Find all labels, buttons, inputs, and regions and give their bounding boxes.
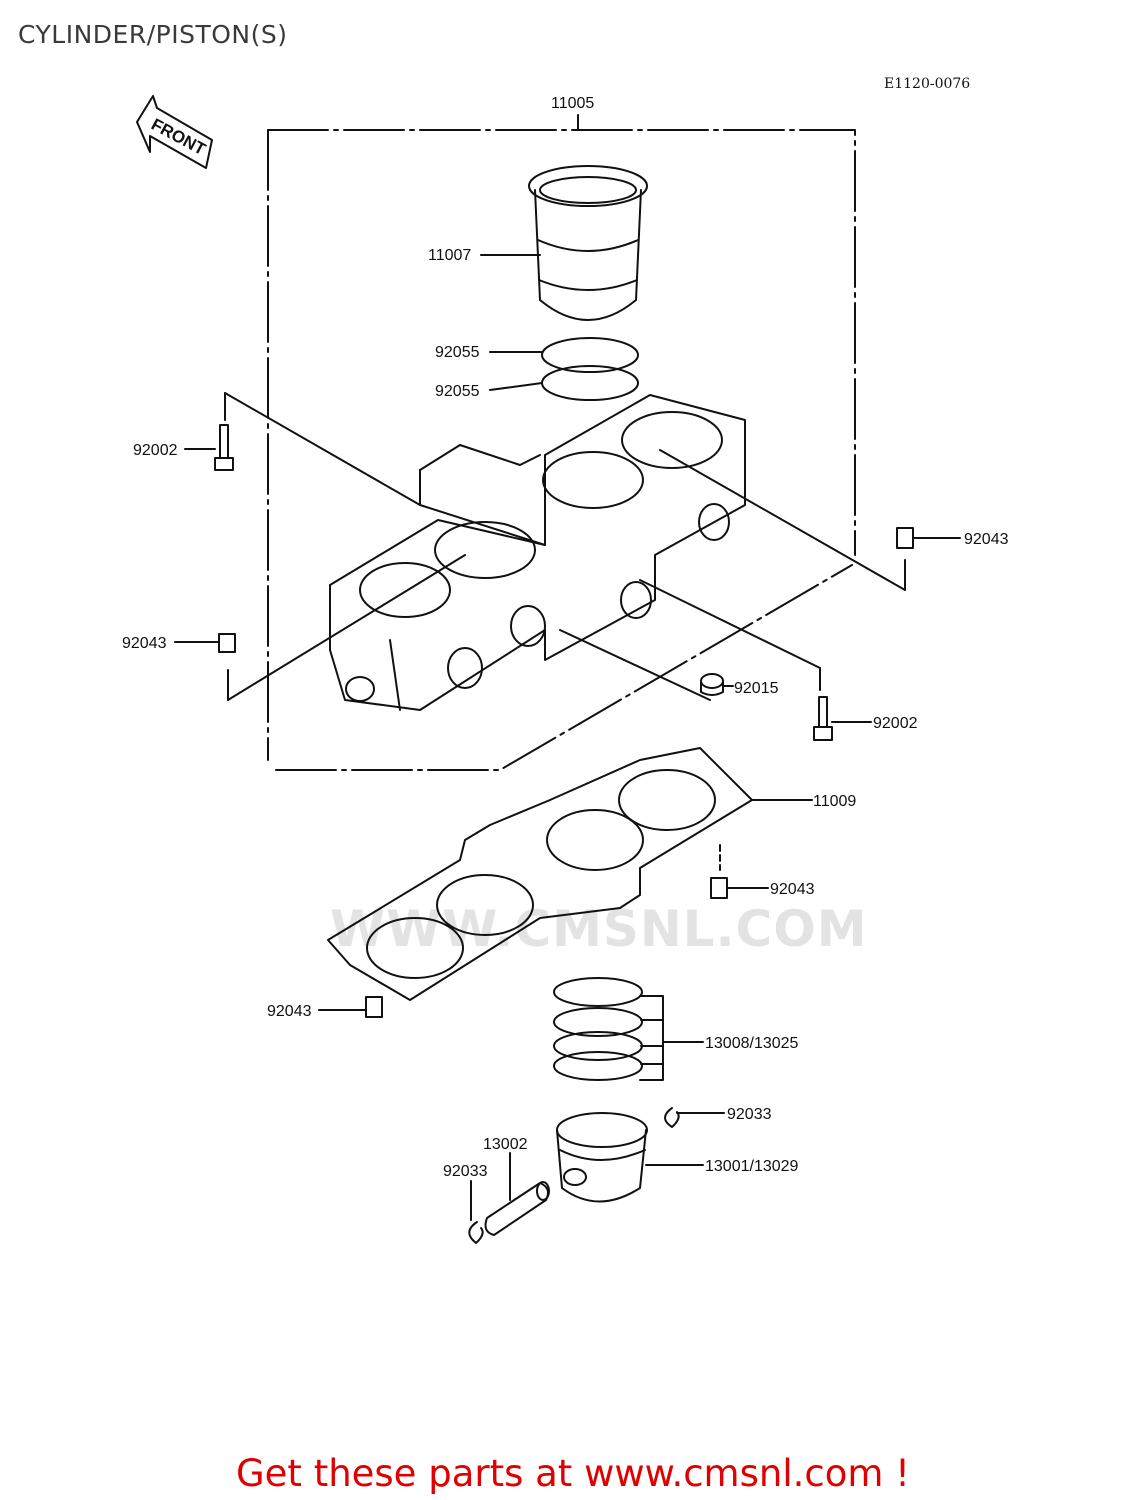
label-11009: 11009 [813, 793, 856, 810]
circlip-left [468, 1221, 484, 1244]
dowel-pin-a [896, 527, 914, 549]
label-92055-upper: 92055 [435, 344, 480, 361]
dowel-pin-c [710, 877, 728, 899]
watermark-text: WWW.CMSNL.COM [330, 900, 868, 958]
front-arrow-icon [136, 95, 213, 169]
page-title: CYLINDER/PISTON(S) [18, 20, 288, 49]
bolt-right [813, 696, 833, 741]
label-92033-left: 92033 [443, 1163, 488, 1180]
label-92043-right: 92043 [964, 531, 1009, 548]
diagram-code: E1120-0076 [884, 76, 971, 92]
piston [556, 1112, 648, 1203]
bolt-left [214, 424, 234, 471]
label-92015: 92015 [734, 680, 779, 697]
dowel-pin-d [365, 996, 383, 1018]
assembly-bracket [267, 114, 856, 771]
o-ring-upper [541, 337, 639, 373]
label-13008-13025: 13008/13025 [705, 1035, 799, 1052]
label-92055-lower: 92055 [435, 383, 480, 400]
label-92043-lower: 92043 [267, 1003, 312, 1020]
label-11005: 11005 [551, 95, 594, 112]
piston-rings [553, 977, 664, 1081]
label-92002-right: 92002 [873, 715, 918, 732]
label-92043-left: 92043 [122, 635, 167, 652]
cap-plug [700, 673, 724, 696]
label-92033-right: 92033 [727, 1106, 772, 1123]
piston-pin [484, 1181, 550, 1236]
label-13001-13029: 13001/13029 [705, 1158, 799, 1175]
footer-parts-link[interactable]: Get these parts at www.cmsnl.com ! [235, 1452, 910, 1495]
head-gasket [327, 747, 753, 1001]
label-11007: 11007 [428, 247, 471, 264]
dowel-pin-b [218, 633, 236, 653]
cylinder-liner [528, 165, 648, 321]
circlip-right [664, 1107, 680, 1128]
label-92043-gasket: 92043 [770, 881, 815, 898]
label-92002-left: 92002 [133, 442, 178, 459]
cylinder-block [329, 394, 746, 711]
label-13002: 13002 [483, 1136, 528, 1153]
